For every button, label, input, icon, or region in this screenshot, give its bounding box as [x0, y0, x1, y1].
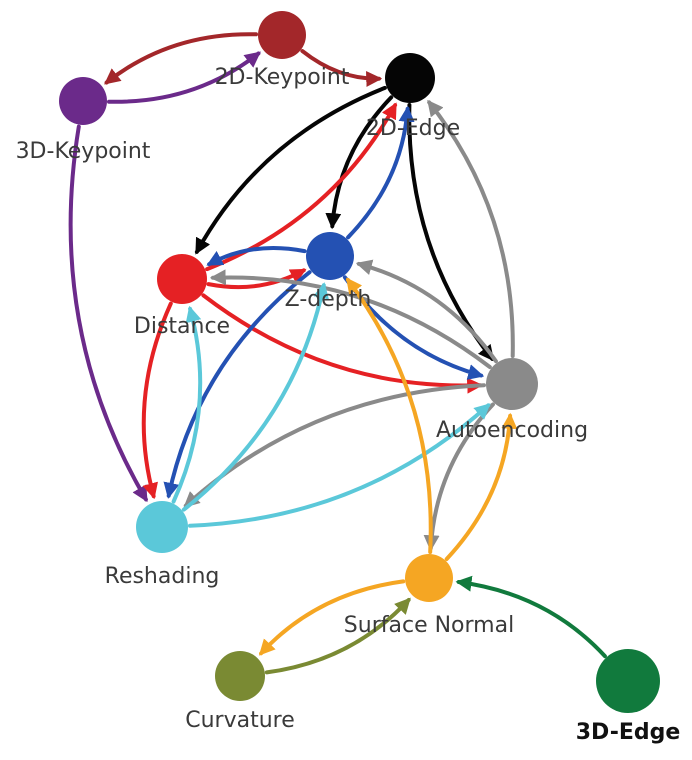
edge-kp2d-to-edge2d	[300, 49, 383, 87]
edge-reshading-to-autoenc	[188, 403, 491, 528]
node-distance-circle[interactable]	[157, 254, 207, 304]
node-3d-edge-circle[interactable]	[596, 649, 660, 713]
node-3d-keypoint-circle[interactable]	[59, 77, 107, 125]
edge-zdepth-to-edge2d	[346, 105, 415, 240]
node-z-depth-circle[interactable]	[306, 232, 354, 280]
edge-distance-to-reshading	[141, 301, 173, 500]
node-autoencoding[interactable]: Autoencoding	[436, 358, 588, 443]
node-surface-normal[interactable]: Surface Normal	[344, 554, 514, 638]
node-distance[interactable]: Distance	[134, 254, 230, 339]
edge-kp3d-to-kp2d	[107, 51, 261, 104]
edge-kp2d-to-kp3d	[104, 32, 258, 85]
node-autoencoding-circle[interactable]	[486, 358, 538, 410]
edge-zdepth-to-reshading	[163, 270, 312, 499]
node-z-depth[interactable]: Z-depth	[285, 232, 372, 312]
edge-edge3d-to-normal	[455, 575, 607, 659]
node-reshading-label: Reshading	[105, 564, 220, 589]
node-3d-keypoint-label: 3D-Keypoint	[16, 139, 151, 164]
node-reshading-circle[interactable]	[136, 501, 188, 553]
edge-kp3d-to-reshading	[68, 124, 148, 503]
edge-distance-to-autoenc	[201, 293, 484, 394]
edge-distance-to-zdepth	[206, 268, 307, 290]
node-z-depth-label: Z-depth	[285, 287, 372, 312]
edge-autoenc-to-zdepth	[355, 259, 498, 364]
node-reshading[interactable]: Reshading	[105, 501, 220, 589]
edge-distance-to-edge2d	[205, 102, 398, 272]
nodes-layer: 2D-Keypoint 3D-Keypoint 2D-Edge Z-depth …	[16, 11, 681, 745]
node-2d-keypoint-label: 2D-Keypoint	[215, 65, 350, 90]
node-surface-normal-label: Surface Normal	[344, 613, 514, 638]
node-3d-keypoint[interactable]: 3D-Keypoint	[16, 77, 151, 164]
edge-edge2d-to-distance	[194, 85, 387, 255]
node-curvature-label: Curvature	[185, 708, 295, 733]
node-2d-keypoint[interactable]: 2D-Keypoint	[215, 11, 350, 90]
node-2d-edge[interactable]: 2D-Edge	[366, 53, 460, 141]
node-surface-normal-circle[interactable]	[405, 554, 453, 602]
edge-edge2d-to-autoenc	[407, 103, 495, 362]
edge-reshading-to-distance	[171, 305, 203, 504]
edge-normal-to-autoenc	[444, 412, 518, 561]
node-2d-keypoint-circle[interactable]	[258, 11, 306, 59]
edge-reshading-to-zdepth	[181, 282, 329, 512]
node-distance-label: Distance	[134, 314, 230, 339]
node-3d-edge[interactable]: 3D-Edge	[576, 649, 681, 745]
edges-layer	[68, 32, 607, 675]
node-2d-edge-circle[interactable]	[385, 53, 435, 103]
node-autoencoding-label: Autoencoding	[436, 418, 588, 443]
node-2d-edge-label: 2D-Edge	[366, 116, 460, 141]
node-curvature-circle[interactable]	[215, 651, 265, 701]
edge-curvature-to-normal	[264, 597, 411, 675]
node-curvature[interactable]: Curvature	[185, 651, 295, 733]
edge-normal-to-curvature	[258, 579, 406, 656]
edge-autoenc-to-edge2d	[427, 99, 515, 358]
node-3d-edge-label: 3D-Edge	[576, 720, 681, 745]
edge-edge2d-to-zdepth	[325, 95, 394, 230]
edge-normal-to-zdepth	[346, 277, 433, 554]
edge-zdepth-to-distance	[206, 246, 307, 267]
